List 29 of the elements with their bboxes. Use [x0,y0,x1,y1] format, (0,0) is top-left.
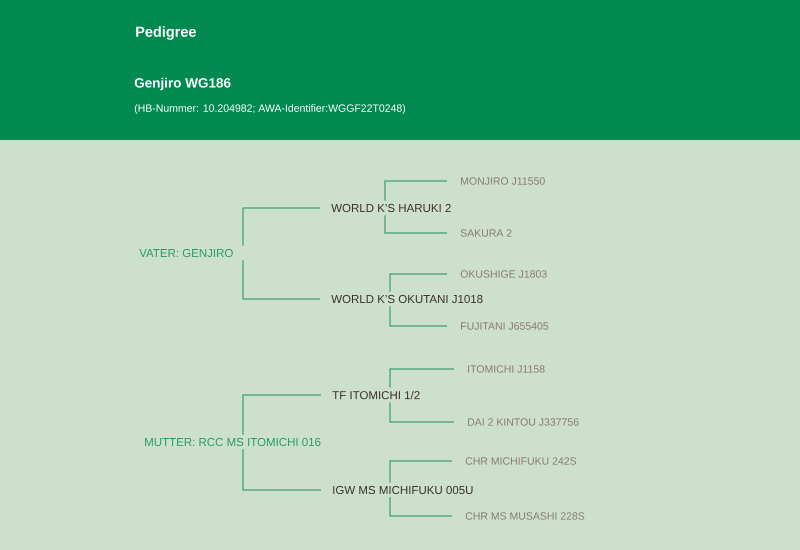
pedigree-connector [390,496,452,516]
grandparent-name: SAKURA 2 [460,229,512,237]
pedigree-connector [390,460,452,484]
pedigree-connector [242,260,320,300]
registry-ids: (HB-Nummer: 10.204982; AWA-Identifier:WGGF22T0248) [134,104,406,114]
pedigree-connector [384,180,448,202]
parent-name: VATER: GENJIRO [139,248,233,258]
grandparent-name: MONJIRO J11550 [461,177,545,185]
grandparent-name: DAI 2 KINTOU J337756 [468,418,579,426]
pedigree-connector [390,274,448,292]
grandparent-name: CHR MICHIFUKU 242S [466,457,576,465]
pedigree-connector [384,214,448,234]
parent-name: IGW MS MICHIFUKU 005U [333,486,473,494]
grandparent-name: OKUSHIGE J1803 [460,270,547,278]
parent-name: MUTTER: RCC MS ITOMICHI 016 [145,438,320,446]
grandparent-name: ITOMICHI J1158 [468,365,545,373]
pedigree-connector [242,448,322,490]
parent-name: WORLD K’S HARUKI 2 [331,204,451,212]
title: Pedigree [136,26,196,40]
pedigree-connector [390,306,448,326]
pedigree-connector [242,394,322,436]
grandparent-name: CHR MS MUSASHI 228S [466,512,584,520]
pedigree-connector [390,402,454,422]
pedigree-connector [242,208,320,246]
pedigree-connector [390,368,454,388]
animal-name: Genjiro WG186 [134,78,230,90]
parent-name: TF ITOMICHI 1/2 [332,390,420,400]
parent-name: WORLD K’S OKUTANI J1018 [331,294,483,304]
grandparent-name: FUJITANI J655405 [461,322,548,330]
